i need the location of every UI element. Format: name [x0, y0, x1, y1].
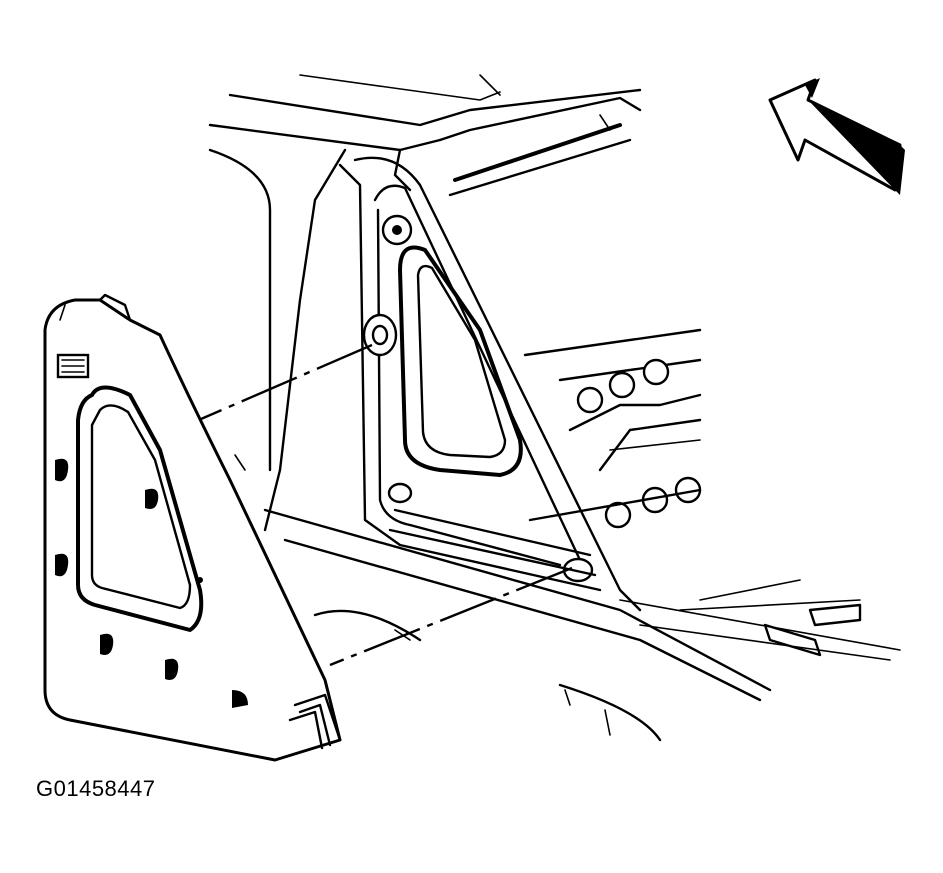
vehicle-body-pillar-structure — [208, 74, 901, 742]
figure-id-label: G01458447 — [36, 776, 156, 801]
front-direction-arrow-icon — [768, 78, 905, 195]
pillar-trim-panel — [43, 293, 342, 762]
